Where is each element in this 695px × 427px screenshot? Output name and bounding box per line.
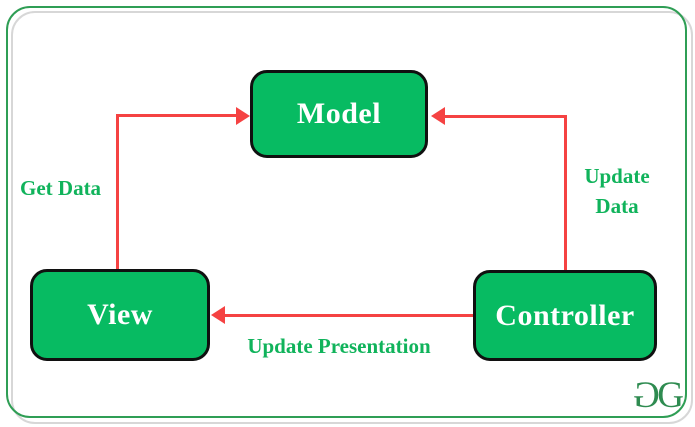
geeksforgeeks-logo-g: G	[657, 375, 684, 416]
edge-update-data-vertical-line	[564, 115, 567, 270]
edge-label-update-data-line2: Data	[595, 194, 639, 218]
model-node: Model	[250, 70, 428, 158]
edge-update-data-horizontal-line	[444, 115, 567, 118]
edge-label-update-presentation: Update Presentation	[247, 334, 431, 358]
arrowhead-into-model-right	[431, 107, 445, 125]
edge-label-get-data: Get Data	[20, 176, 102, 200]
model-node-label: Model	[296, 97, 382, 130]
arrowhead-into-view-right	[211, 306, 225, 324]
view-node-label: View	[87, 298, 153, 331]
edge-label-update-data: Update Data	[570, 161, 664, 221]
edge-get-data-vertical-line	[116, 114, 119, 269]
controller-node-label: Controller	[495, 298, 635, 332]
geeksforgeeks-logo: GG	[634, 375, 684, 416]
controller-node: Controller	[473, 270, 657, 361]
geeksforgeeks-logo-reversed-g: G	[634, 375, 660, 416]
arrowhead-into-model-left	[236, 107, 250, 125]
view-node: View	[30, 269, 210, 361]
diagram-border-frame	[6, 6, 687, 418]
edge-update-presentation-line	[224, 314, 473, 317]
edge-label-update-data-line1: Update	[584, 164, 650, 188]
edge-get-data-horizontal-line	[116, 114, 237, 117]
